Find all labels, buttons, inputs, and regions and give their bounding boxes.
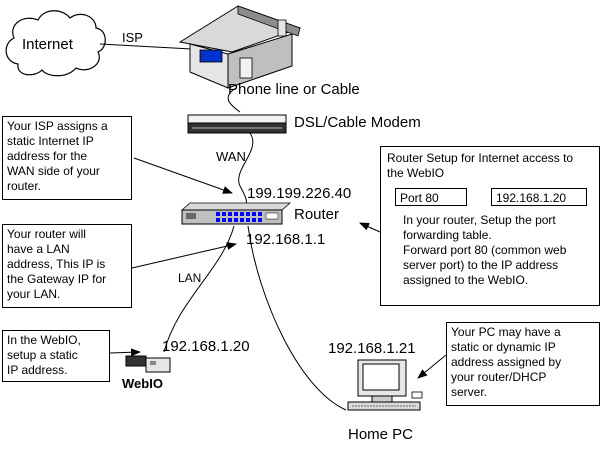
modem-label: DSL/Cable Modem — [294, 114, 421, 131]
forward-ip-box: 192.168.1.20 — [491, 188, 587, 206]
wan-ip-label: 199.199.226.40 — [247, 185, 352, 202]
phone-line-label: Phone line or Cable — [228, 81, 360, 98]
internet-label: Internet — [22, 36, 73, 53]
internet-cloud-icon — [5, 10, 106, 77]
lan-label: LAN — [178, 271, 202, 285]
home-pc-label: Home PC — [348, 426, 414, 443]
port-box: Port 80 — [395, 188, 467, 206]
webio-note-box: In the WebIO, setup a static IP address. — [2, 330, 110, 382]
pc-ip-label: 192.168.1.21 — [328, 340, 416, 357]
home-pc-icon — [347, 359, 423, 411]
isp-note-text: Your ISP assigns a static Internet IP ad… — [7, 119, 108, 193]
isp-note-arrow — [133, 157, 233, 194]
router-note-box: Your router will have a LAN address, Thi… — [2, 224, 132, 308]
forward-ip-label: 192.168.1.20 — [496, 191, 567, 205]
setup-note-arrow — [359, 222, 381, 233]
webio-ip-label: 192.168.1.20 — [162, 338, 250, 355]
router-label: Router — [294, 206, 340, 223]
isp-note-box: Your ISP assigns a static Internet IP ad… — [2, 116, 132, 200]
lan-cable-webio-line — [163, 225, 235, 353]
isp-label: ISP — [122, 30, 143, 45]
webio-label: WebIO — [122, 376, 163, 391]
isp-link-line — [99, 43, 193, 50]
router-setup-title: Router Setup for Internet access to the … — [387, 151, 574, 180]
webio-note-text: In the WebIO, setup a static IP address. — [7, 333, 81, 377]
router-note-text: Your router will have a LAN address, Thi… — [7, 227, 107, 301]
phone-cable-line — [227, 87, 241, 113]
pc-note-text: Your PC may have a static or dynamic IP … — [451, 325, 562, 399]
port-label: Port 80 — [400, 191, 439, 205]
router-icon — [180, 202, 292, 225]
router-note-arrow — [131, 242, 237, 269]
wan-label: WAN — [216, 149, 246, 164]
webio-device-icon — [125, 355, 171, 373]
house-icon — [178, 5, 302, 89]
lan-cable-pc-line — [247, 225, 347, 411]
pc-note-box: Your PC may have a static or dynamic IP … — [446, 322, 600, 406]
modem-icon — [187, 114, 287, 134]
router-setup-box: Router Setup for Internet access to the … — [380, 146, 600, 306]
wan-cable-line — [238, 132, 254, 207]
pc-note-arrow — [417, 354, 447, 379]
webio-note-arrow — [109, 348, 141, 357]
router-setup-desc: In your router, Setup the port forwardin… — [403, 213, 567, 287]
router-lan-ip-label: 192.168.1.1 — [246, 231, 326, 248]
